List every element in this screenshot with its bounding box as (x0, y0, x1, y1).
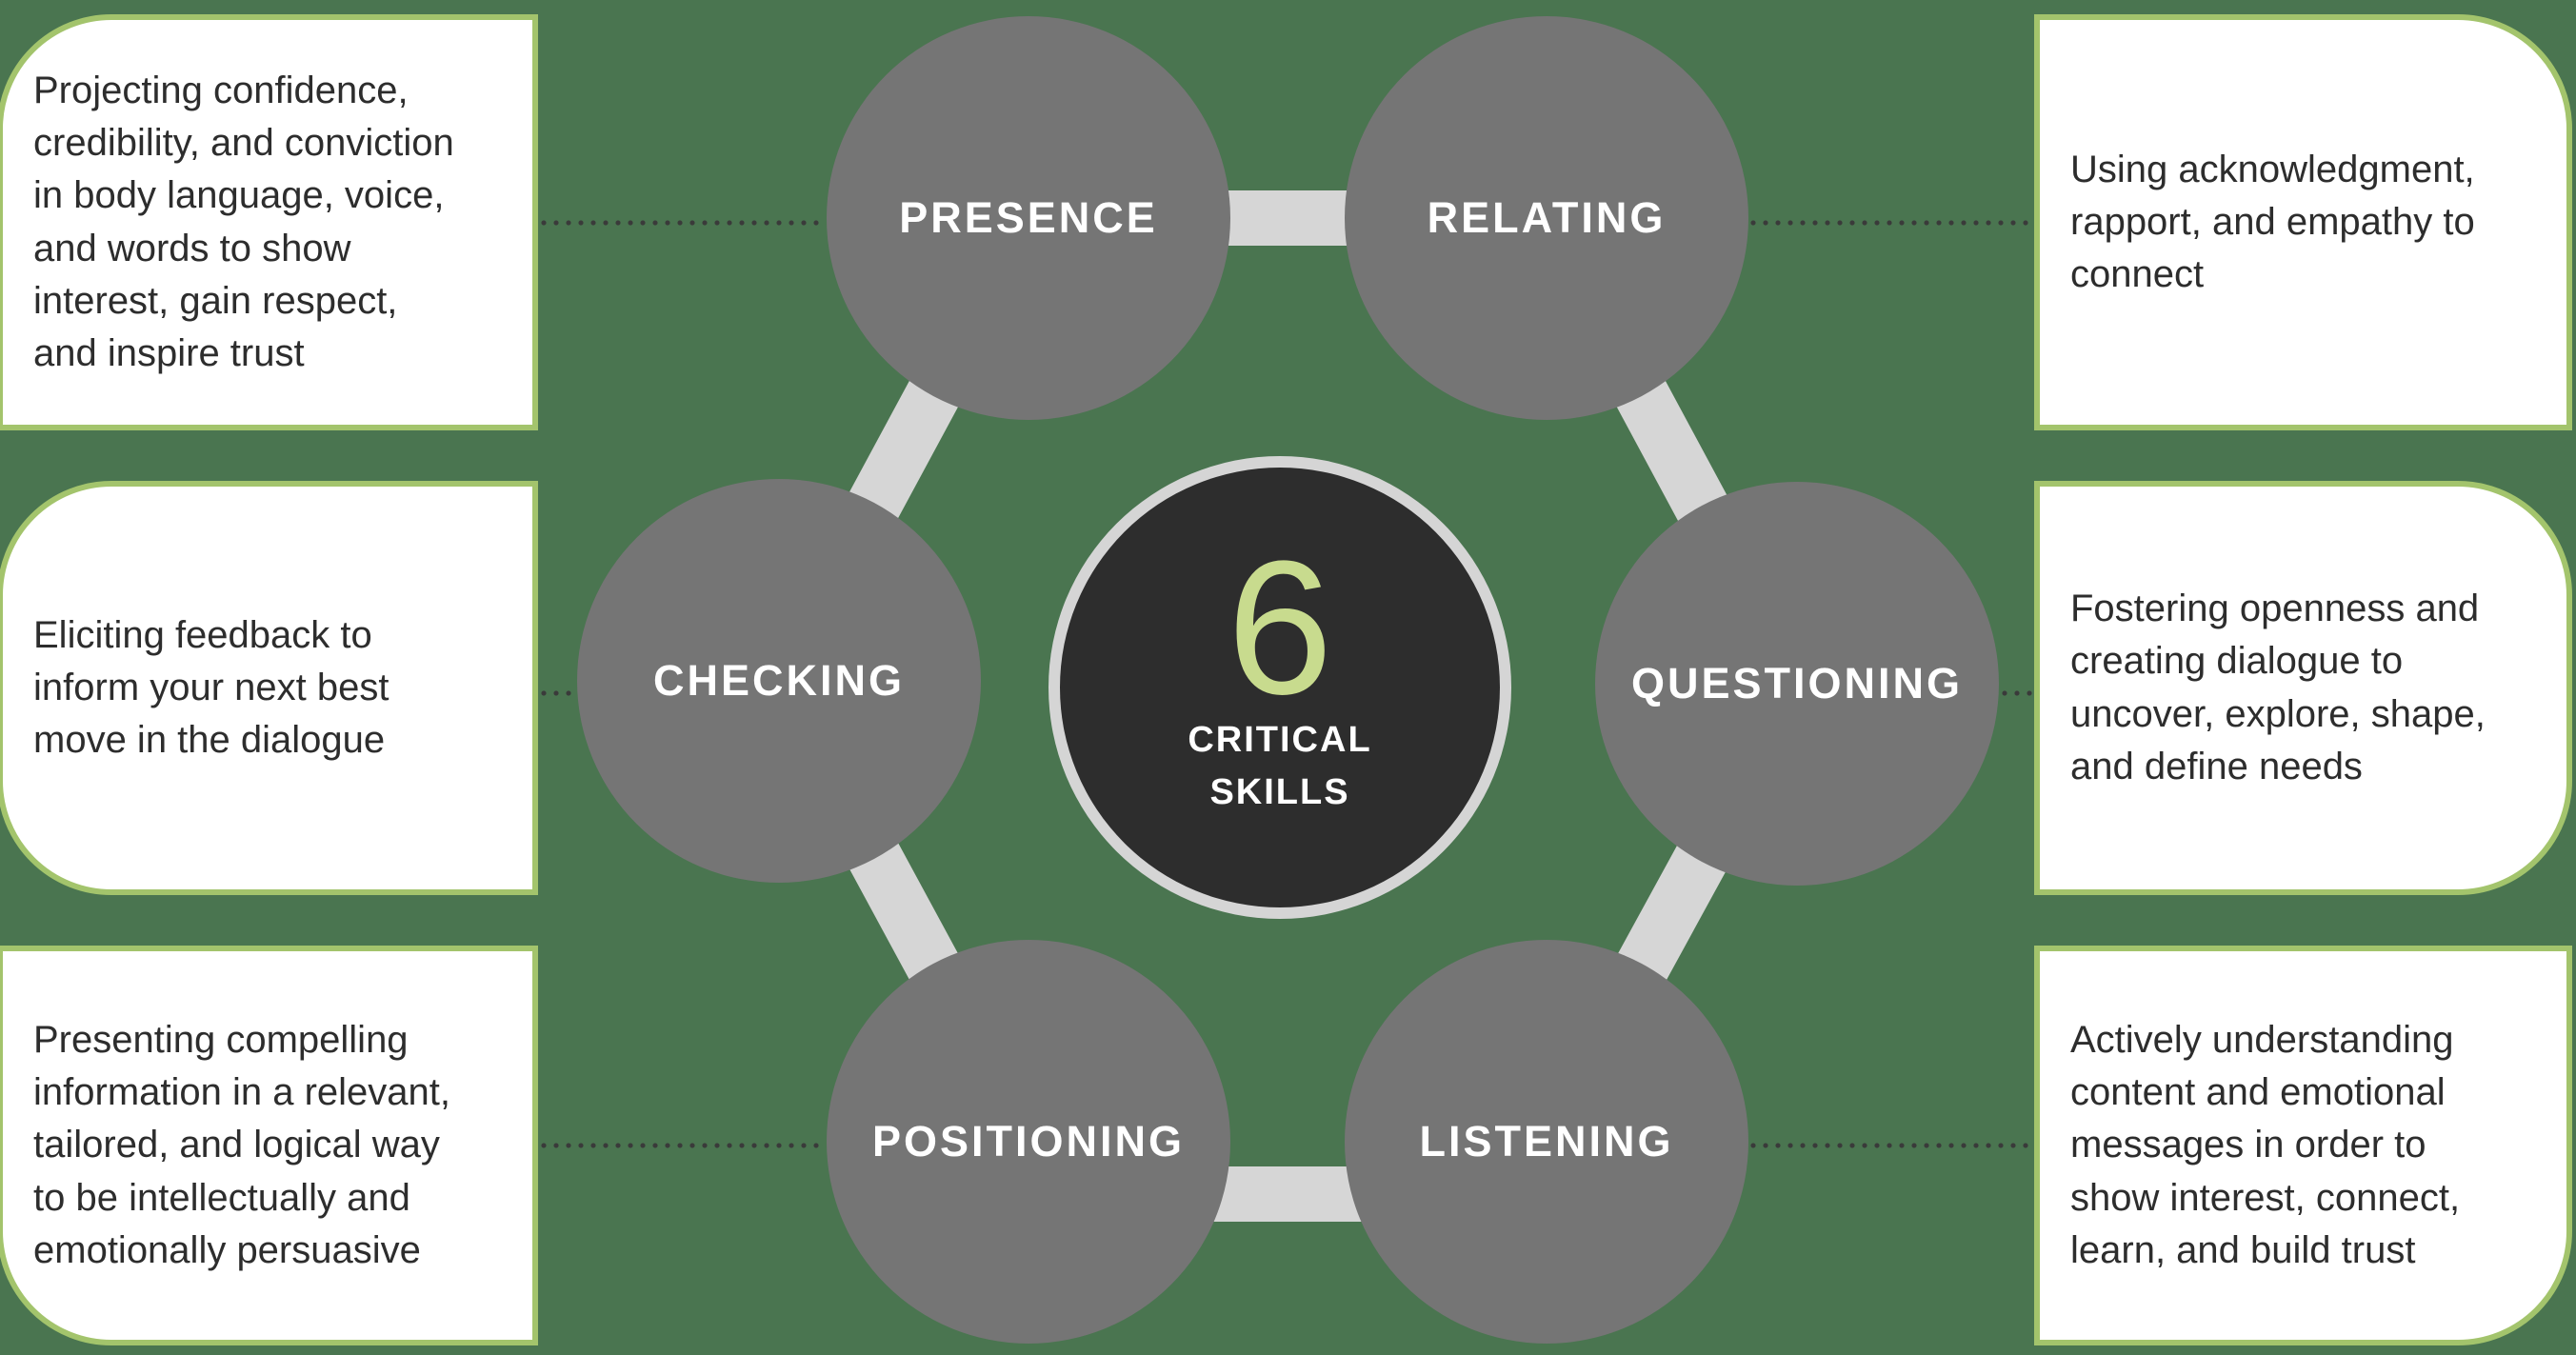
description-text-relating: Using acknowledgment, rapport, and empat… (2070, 148, 2475, 296)
description-box-presence: Projecting confidence, credibility, and … (0, 14, 538, 430)
description-box-questioning: Fostering openness and creating dialogue… (2034, 481, 2572, 895)
description-box-checking: Eliciting feedback to inform your next b… (0, 481, 538, 895)
skill-circle-checking: CHECKING (577, 479, 981, 883)
description-box-listening: Actively understanding content and emoti… (2034, 946, 2572, 1345)
center-title-line1: CRITICAL (1188, 719, 1372, 760)
skill-label-relating: RELATING (1427, 193, 1667, 242)
dotted-connector-checking (541, 690, 575, 696)
dotted-connector-positioning (541, 1143, 824, 1148)
center-title-line2: SKILLS (1209, 772, 1350, 812)
skill-label-listening: LISTENING (1419, 1117, 1674, 1166)
dotted-connector-questioning (2002, 690, 2032, 696)
skill-label-presence: PRESENCE (899, 193, 1158, 242)
skill-label-questioning: QUESTIONING (1630, 659, 1964, 707)
skill-circle-positioning: POSITIONING (827, 940, 1230, 1344)
description-box-positioning: Presenting compelling information in a r… (0, 946, 538, 1345)
center-circle: 6 CRITICAL SKILLS (1060, 468, 1500, 907)
skill-label-checking: CHECKING (652, 656, 905, 705)
skill-circle-relating: RELATING (1345, 16, 1748, 420)
center-circle-ring: 6 CRITICAL SKILLS (1048, 456, 1511, 919)
dotted-connector-presence (541, 220, 821, 226)
center-number: 6 (1227, 521, 1333, 734)
description-text-positioning: Presenting compelling information in a r… (33, 1019, 451, 1271)
skill-circle-questioning: QUESTIONING (1595, 482, 1999, 886)
dotted-connector-relating (1750, 220, 2031, 226)
skill-circle-presence: PRESENCE (827, 16, 1230, 420)
description-text-questioning: Fostering openness and creating dialogue… (2070, 588, 2486, 787)
dotted-connector-listening (1750, 1143, 2031, 1148)
skill-circle-listening: LISTENING (1345, 940, 1748, 1344)
description-text-presence: Projecting confidence, credibility, and … (33, 69, 454, 374)
skill-label-positioning: POSITIONING (871, 1117, 1186, 1166)
description-text-checking: Eliciting feedback to inform your next b… (33, 613, 389, 762)
description-text-listening: Actively understanding content and emoti… (2070, 1019, 2461, 1271)
description-box-relating: Using acknowledgment, rapport, and empat… (2034, 14, 2572, 430)
